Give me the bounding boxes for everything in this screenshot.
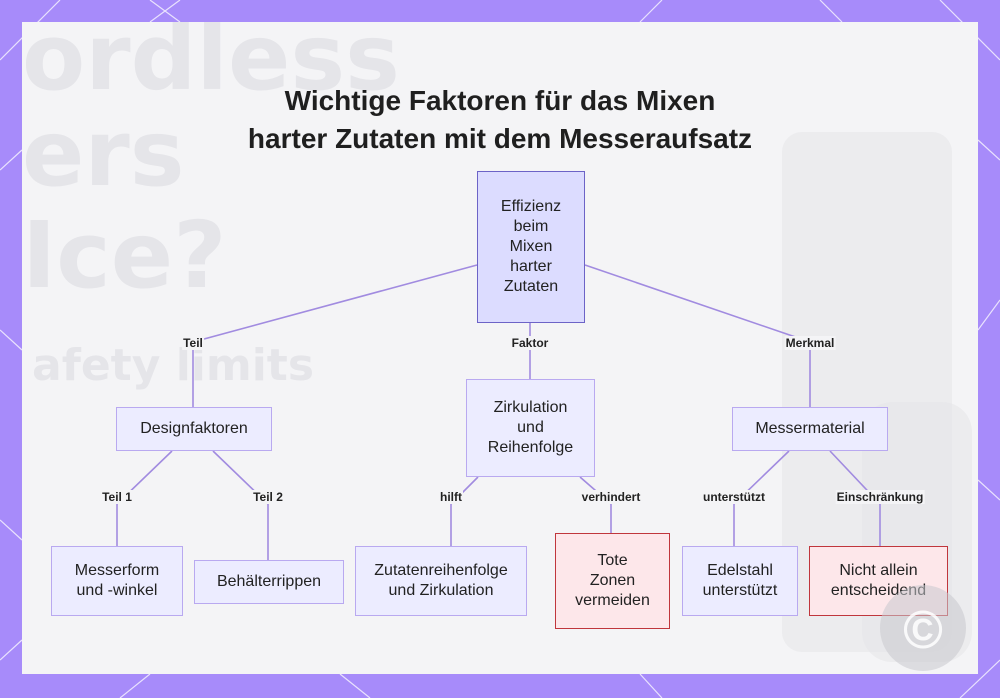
background-text-4: afety limits	[32, 340, 315, 391]
page-title: Wichtige Faktoren für das Mixen harter Z…	[22, 82, 978, 158]
edge-zirk-tote	[579, 476, 612, 533]
node-messermat-label: Messermaterial	[755, 420, 865, 437]
node-edelstahl-line: unterstützt	[702, 582, 778, 599]
node-messerform-line: und -winkel	[76, 582, 158, 599]
edge-messermat-edelstahl	[733, 450, 790, 546]
node-root: Effizienz beim Mixen harter Zutaten	[477, 171, 585, 323]
edge-label-merkmal: Merkmal	[784, 336, 836, 350]
node-zirk-line: Zirkulation	[493, 399, 568, 416]
edge-design-messerform	[116, 450, 173, 546]
background-text-1: ordless	[22, 22, 400, 111]
edge-label-hilft: hilft	[439, 490, 463, 504]
edge-messermat-nicht	[829, 450, 881, 546]
node-messerform-line: Messerform	[74, 562, 160, 579]
edge-label-verhindert: verhindert	[580, 490, 642, 504]
node-zutaten-line: und Zirkulation	[388, 582, 494, 599]
node-root-line: Effizienz	[500, 198, 562, 215]
node-root-line: Mixen	[509, 238, 553, 255]
background-text-2: ers	[22, 100, 185, 207]
node-zirk: Zirkulation und Reihenfolge	[466, 379, 595, 477]
node-edelstahl: Edelstahl unterstützt	[682, 546, 798, 616]
edge-label-teil: Teil	[182, 336, 204, 350]
node-zirk-line: Reihenfolge	[487, 439, 574, 456]
node-tote-zonen: Tote Zonen vermeiden	[555, 533, 670, 629]
diagram-card: ordless ers Ice? afety limits Wichtige F…	[22, 22, 978, 674]
edge-label-teil1: Teil 1	[101, 490, 133, 504]
node-tote-line: vermeiden	[575, 592, 650, 609]
title-line-2: harter Zutaten mit dem Messeraufsatz	[247, 123, 753, 154]
node-tote-line: Tote	[597, 552, 628, 569]
node-root-line: Zutaten	[503, 278, 559, 295]
node-zutaten-line: Zutatenreihenfolge	[374, 562, 508, 579]
node-messerform: Messerform und -winkel	[51, 546, 183, 616]
node-messermat: Messermaterial	[732, 407, 888, 451]
edge-root-messermat	[584, 264, 811, 407]
node-zutaten: Zutatenreihenfolge und Zirkulation	[355, 546, 527, 616]
edge-label-teil2: Teil 2	[252, 490, 284, 504]
background-text-3: Ice?	[22, 202, 227, 309]
node-root-line: beim	[513, 218, 549, 235]
edge-label-einschraenkung: Einschränkung	[835, 490, 925, 504]
edge-label-faktor: Faktor	[510, 336, 550, 350]
node-tote-line: Zonen	[589, 572, 636, 589]
title-line-1: Wichtige Faktoren für das Mixen	[284, 85, 716, 116]
node-root-line: harter	[510, 258, 552, 275]
edge-root-design	[192, 264, 478, 407]
edge-zirk-zutaten	[450, 476, 479, 546]
node-design-label: Designfaktoren	[140, 420, 248, 437]
node-behaelter: Behälterrippen	[194, 560, 344, 604]
edge-label-unterstuetzt: unterstützt	[702, 490, 766, 504]
copyright-icon: ©	[880, 585, 966, 671]
node-design: Designfaktoren	[116, 407, 272, 451]
node-edelstahl-line: Edelstahl	[707, 562, 773, 579]
edge-design-behaelter	[212, 450, 269, 560]
node-nicht-line: Nicht allein	[839, 562, 918, 579]
node-behaelter-label: Behälterrippen	[216, 573, 322, 590]
node-zirk-line: und	[517, 419, 544, 436]
